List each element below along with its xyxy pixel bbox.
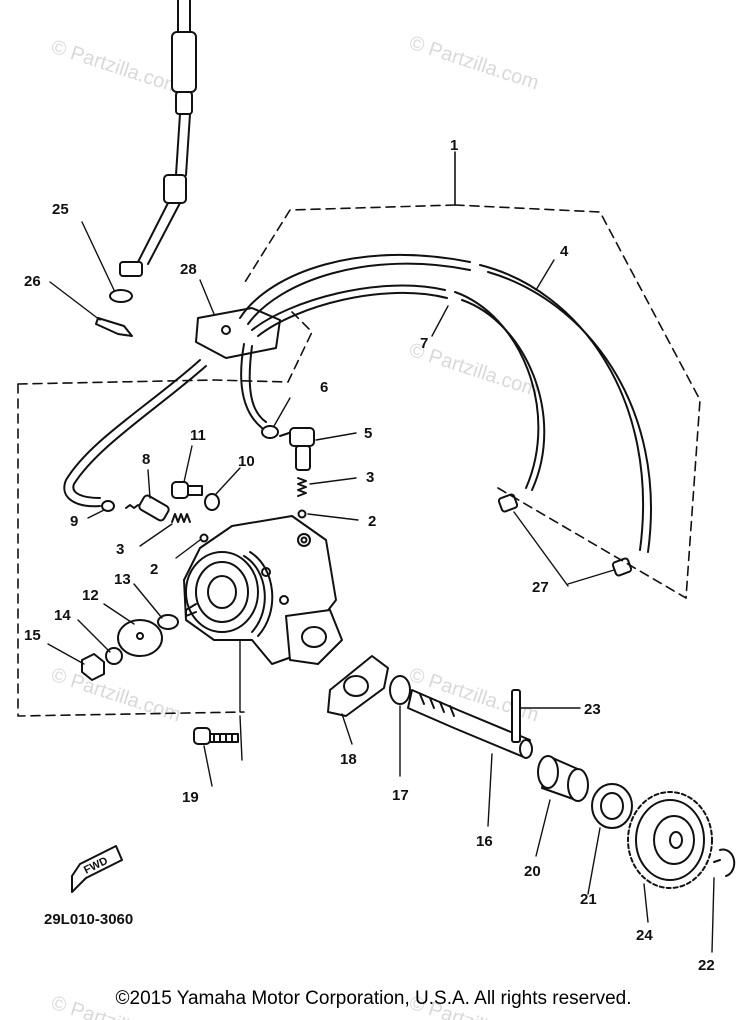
oil-pump-assembly: [183, 515, 343, 665]
circlip-part-22: [713, 848, 736, 877]
delivery-hoses: [63, 253, 652, 553]
callout-17: 17: [392, 787, 409, 804]
callout-27: 27: [532, 579, 549, 596]
watermark: © Partzilla.com: [48, 664, 183, 727]
callout-22: 22: [698, 957, 715, 974]
callout-25: 25: [52, 201, 69, 218]
callout-1: 1: [450, 137, 458, 154]
washer-part-6: [261, 425, 279, 439]
oil-seal-part-17: [389, 675, 411, 705]
pump-cable: [119, 0, 197, 277]
check-ball-part-2: [297, 509, 307, 519]
hose-holder-part-28: [195, 307, 281, 359]
callout-3: 3: [116, 541, 124, 558]
forward-arrow-icon: [71, 845, 123, 893]
callout-26: 26: [24, 273, 41, 290]
callout-11: 11: [190, 427, 206, 444]
callout-labels: 1 2 2 3 3 4 5 6 7 8 9 10 11 12 13 14 15 …: [24, 137, 715, 974]
nut-part-15: [81, 653, 105, 681]
o-ring-part-9: [101, 500, 115, 512]
callout-5: 5: [364, 425, 372, 442]
callout-13: 13: [114, 571, 131, 588]
watermark: © Partzilla.com: [48, 36, 183, 99]
gasket-part-18: [327, 655, 389, 717]
washer-part-10: [204, 493, 220, 511]
drive-gear-part-24: [627, 791, 713, 889]
spring-part-3: [297, 477, 307, 497]
callout-3: 3: [366, 469, 374, 486]
pin-part-23: [511, 689, 521, 743]
callout-10: 10: [238, 453, 255, 470]
callout-23: 23: [584, 701, 601, 718]
callout-19: 19: [182, 789, 199, 806]
bolt-part-11: [171, 481, 203, 499]
callout-28: 28: [180, 261, 197, 278]
callout-14: 14: [54, 607, 71, 624]
bearing-part-21: [591, 783, 633, 829]
callout-12: 12: [82, 587, 99, 604]
callout-2: 2: [368, 513, 376, 530]
check-ball-part-2: [199, 533, 209, 543]
leader-lines: [47, 221, 715, 953]
collar-part-20: [537, 755, 589, 802]
bolt-part-19: [193, 727, 239, 745]
callout-8: 8: [142, 451, 150, 468]
clip-part-26: [95, 317, 133, 337]
o-ring-part-25: [109, 289, 133, 303]
callout-4: 4: [560, 243, 569, 260]
callout-9: 9: [70, 513, 78, 530]
callout-2: 2: [150, 561, 158, 578]
callout-16: 16: [476, 833, 493, 850]
banjo-bolt-part-5: [279, 427, 315, 471]
drive-shaft-part-16: [407, 689, 533, 759]
callout-24: 24: [636, 927, 653, 944]
union-fitting-part-8: [125, 494, 170, 522]
callout-7: 7: [420, 335, 428, 352]
callout-21: 21: [580, 891, 597, 908]
callout-18: 18: [340, 751, 357, 768]
callout-15: 15: [24, 627, 41, 644]
diagram-code: 29L010-3060: [44, 911, 133, 928]
spring-part-3: [171, 513, 191, 523]
callout-6: 6: [320, 379, 328, 396]
copyright-notice: ©2015 Yamaha Motor Corporation, U.S.A. A…: [115, 988, 632, 1009]
hose-cap-part-27: [497, 493, 519, 513]
washer-part-13: [157, 614, 179, 630]
watermark: © Partzilla.com: [406, 32, 541, 95]
group-boundary-lines: [17, 204, 701, 717]
callout-20: 20: [524, 863, 541, 880]
